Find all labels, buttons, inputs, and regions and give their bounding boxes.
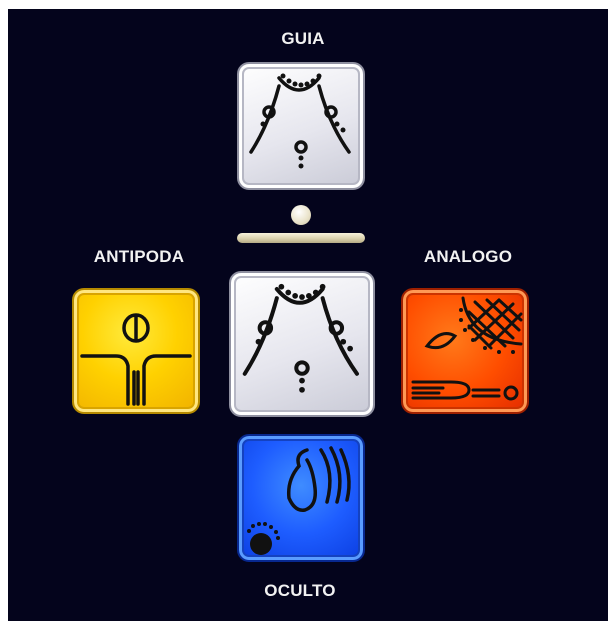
tone-dot <box>291 205 311 225</box>
analogo-tile[interactable] <box>401 288 529 414</box>
label-oculto: OCULTO <box>264 581 336 600</box>
label-guia: GUIA <box>281 29 325 48</box>
label-analogo: ANALOGO <box>423 247 513 266</box>
guia-tile[interactable] <box>237 62 365 190</box>
blue-glyph-icon <box>247 446 351 555</box>
center-seal-icon <box>242 283 359 393</box>
yellow-glyph-icon <box>80 313 192 406</box>
center-tile[interactable] <box>229 271 375 417</box>
red-glyph-icon <box>411 296 523 401</box>
tone-bar <box>237 233 365 243</box>
label-antipoda: ANTIPODA <box>93 247 185 266</box>
white-seal-icon <box>249 73 351 169</box>
antipoda-tile[interactable] <box>72 288 200 414</box>
oculto-tile[interactable] <box>237 434 365 562</box>
oracle-board: GUIA ANTIPODA <box>8 9 608 621</box>
